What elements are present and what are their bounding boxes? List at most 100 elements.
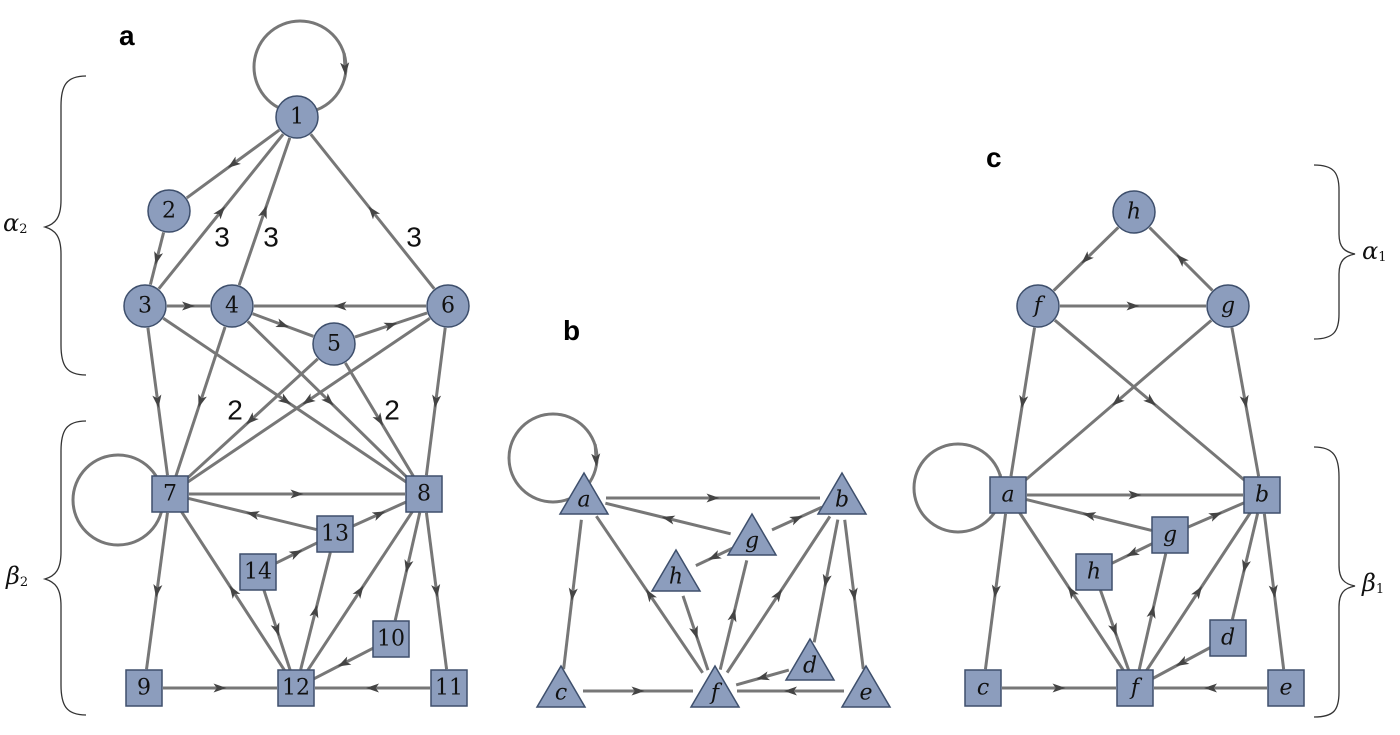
node-shape-b-c — [535, 664, 587, 708]
node-shape-a-4 — [210, 284, 254, 328]
edge-b-a-to-c — [562, 519, 583, 670]
node-shape-b-e — [840, 664, 892, 708]
node-label-a-14: 14 — [244, 560, 272, 585]
node-a-13: 13 — [316, 515, 354, 553]
node-shape-a-10 — [372, 620, 410, 658]
node-label-a-1: 1 — [290, 105, 304, 130]
edge-a-3-to-8 — [162, 317, 410, 485]
brace-beta2 — [42, 420, 87, 716]
node-b-h: h — [650, 548, 702, 592]
node-c-a: a — [989, 476, 1027, 514]
node-shape-c-f — [1016, 284, 1060, 328]
node-c-c: c — [964, 669, 1002, 707]
node-label-c-a: a — [1001, 483, 1014, 508]
node-label-b-e: e — [859, 681, 872, 706]
edge-a-4-to-5 — [252, 312, 314, 338]
edge-a-4-to-1 — [237, 137, 292, 286]
node-label-a-11: 11 — [435, 676, 463, 701]
node-b-b: b — [816, 471, 868, 515]
edge-b-b-to-d — [812, 519, 840, 643]
node-shape-c-b — [1243, 476, 1281, 514]
node-c-g: g — [1151, 516, 1189, 554]
edge-a-12-to-8 — [305, 509, 415, 673]
node-label-a-9: 9 — [137, 676, 151, 701]
panel-label-a: a — [119, 20, 135, 51]
node-label-a-13: 13 — [321, 522, 349, 547]
edge-b-b-to-e — [843, 519, 865, 670]
edge-c-g-to-b — [1230, 327, 1261, 477]
node-label-c-b: b — [1255, 483, 1269, 508]
node-shape-a-11 — [430, 669, 468, 707]
node-a-7: 7 — [151, 475, 189, 513]
node-c-e: e — [1267, 669, 1305, 707]
edge-a-6-to-8 — [424, 327, 447, 476]
node-label-b-d: d — [803, 654, 817, 679]
node-b-a: a — [558, 471, 610, 515]
node-label-a-8: 8 — [417, 482, 431, 507]
edge-b-d-to-f — [735, 668, 790, 687]
edge-weight-3-to-8: 2 — [384, 395, 400, 426]
edge-a-13-to-8 — [351, 500, 408, 528]
edge-b-f-to-b — [725, 515, 832, 674]
node-b-g: g — [726, 512, 778, 556]
node-label-a-12: 12 — [282, 676, 310, 701]
node-a-10: 10 — [372, 620, 410, 658]
node-shape-c-f — [1116, 669, 1154, 707]
edge-c-a-to-c — [983, 513, 1008, 670]
brace-beta1 — [1313, 446, 1356, 718]
self-loop-1-arrow — [340, 52, 350, 76]
node-label-a-5: 5 — [327, 332, 341, 357]
node-label-a-4: 4 — [225, 294, 239, 319]
edge-a-10-to-12 — [312, 646, 375, 681]
node-c-f: f — [1116, 669, 1154, 707]
edge-weight-4-to-1: 3 — [263, 222, 279, 253]
edge-a-5-to-6 — [354, 311, 428, 339]
edge-a-7-to-9 — [145, 512, 169, 670]
node-shape-c-g — [1151, 516, 1189, 554]
edge-c-h-to-f — [1098, 589, 1131, 671]
edge-c-h-to-f — [1052, 226, 1120, 292]
edge-c-f-to-b — [1144, 510, 1253, 673]
node-label-c-g: g — [1221, 294, 1235, 319]
node-label-a-3: 3 — [138, 294, 152, 319]
edge-a-4-to-8 — [246, 320, 412, 482]
node-shape-a-7 — [151, 475, 189, 513]
node-a-2: 2 — [147, 189, 191, 233]
node-label-c-d: d — [1221, 626, 1235, 651]
node-b-d: d — [784, 637, 836, 681]
node-label-c-e: e — [1279, 676, 1292, 701]
edge-a-14-to-12 — [262, 589, 292, 671]
edge-b-g-to-b — [771, 505, 823, 532]
edge-a-3-to-1 — [157, 133, 285, 290]
edge-a-5-to-8 — [344, 362, 416, 479]
edge-a-8-to-10 — [393, 512, 422, 621]
edge-c-g-to-a — [1021, 319, 1213, 484]
edge-c-g-to-h — [1110, 541, 1154, 566]
edge-weight-5-to-7: 2 — [227, 395, 243, 426]
node-shape-c-a — [989, 476, 1027, 514]
node-shape-c-h — [1075, 553, 1113, 591]
edge-b-g-to-h — [695, 547, 733, 567]
node-shape-a-12 — [277, 669, 315, 707]
edge-a-14-to-13 — [274, 541, 319, 565]
edge-c-f-to-a — [1017, 510, 1126, 673]
edge-a-12-to-13 — [299, 552, 332, 670]
node-a-4: 4 — [210, 284, 254, 328]
edge-c-b-to-e — [1262, 513, 1286, 670]
edge-b-f-to-a — [595, 515, 704, 674]
edge-a-1-to-2 — [185, 128, 281, 200]
edge-a-2-to-3 — [148, 231, 166, 286]
node-label-a-10: 10 — [377, 627, 405, 652]
edge-a-5-to-7 — [183, 357, 319, 483]
node-a-12: 12 — [277, 669, 315, 707]
edge-a-13-to-7 — [188, 497, 317, 531]
node-c-f: f — [1016, 284, 1060, 328]
node-c-h: h — [1075, 553, 1113, 591]
brace-label-alpha1: α1 — [1362, 237, 1387, 265]
node-label-c-h: h — [1127, 200, 1141, 225]
node-shape-b-d — [784, 637, 836, 681]
node-shape-b-g — [726, 512, 778, 556]
edge-c-b-to-d — [1230, 513, 1260, 620]
brace-alpha1 — [1313, 164, 1356, 340]
